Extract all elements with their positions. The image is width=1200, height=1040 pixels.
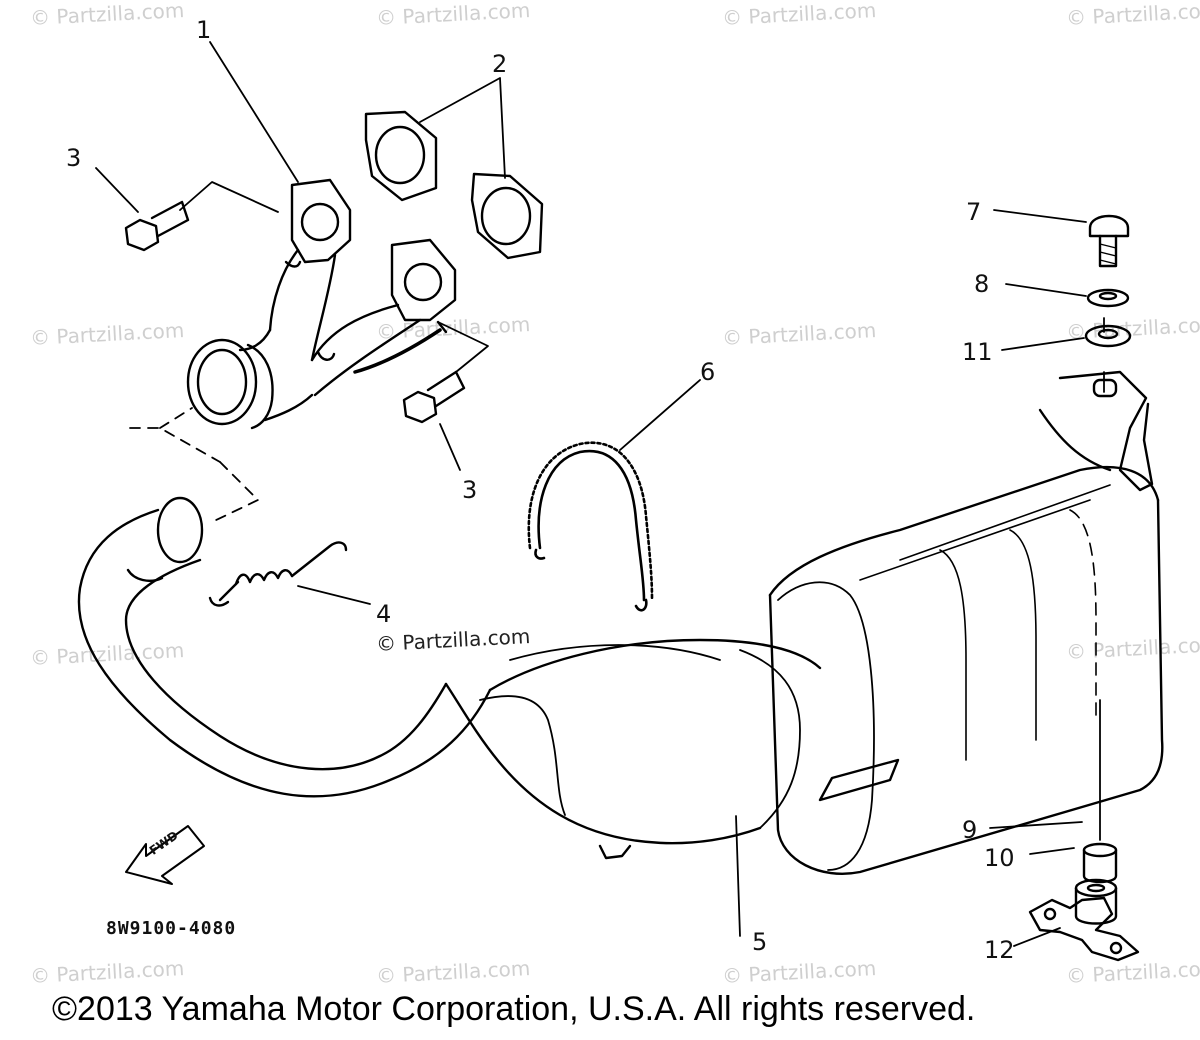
callout-4: 4 — [376, 600, 392, 628]
bracket-12 — [1028, 896, 1140, 962]
callout-10: 10 — [984, 844, 1015, 872]
bolt — [124, 200, 466, 424]
washer-8 — [1086, 288, 1130, 308]
damper-10 — [1074, 878, 1118, 925]
collar-9 — [1082, 842, 1118, 884]
callout-6: 6 — [700, 358, 716, 386]
washer-11 — [1084, 324, 1132, 348]
callout-3: 3 — [462, 476, 478, 504]
callout-12: 12 — [984, 936, 1015, 964]
leader-lines — [95, 41, 1087, 947]
spring-large — [527, 441, 654, 612]
callout-3: 3 — [66, 144, 82, 172]
callout-11: 11 — [962, 338, 993, 366]
reference-code: 8W9100-4080 — [106, 918, 237, 939]
exhaust-manifold — [186, 178, 457, 430]
gasket — [364, 110, 544, 260]
callout-8: 8 — [974, 270, 990, 298]
callout-9: 9 — [962, 816, 978, 844]
callout-2: 2 — [492, 50, 508, 78]
callout-1: 1 — [196, 16, 212, 44]
spring-small — [208, 541, 348, 607]
callout-5: 5 — [752, 928, 768, 956]
connection-lines — [129, 181, 1105, 841]
muffler — [768, 370, 1164, 875]
copyright-notice: ©2013 Yamaha Motor Corporation, U.S.A. A… — [52, 990, 976, 1028]
forward-arrow-icon — [125, 825, 205, 885]
callout-7: 7 — [966, 198, 982, 226]
exhaust-pipe — [77, 496, 822, 860]
bolt-7 — [1088, 214, 1130, 268]
